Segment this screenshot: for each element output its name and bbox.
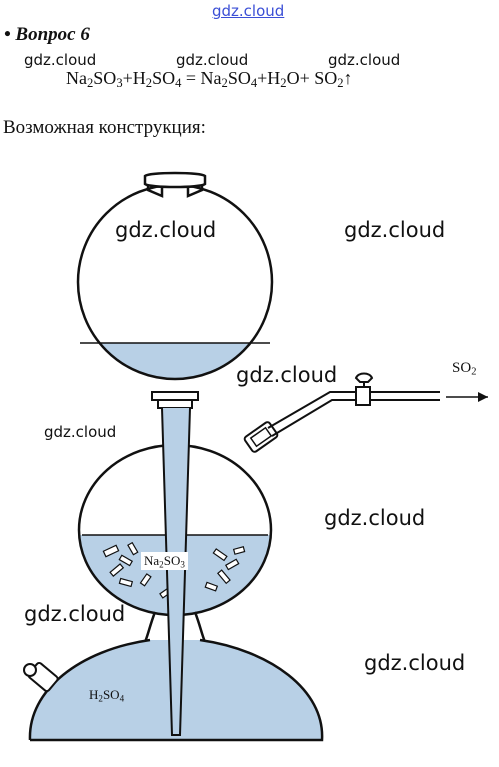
- na2so3-label: Na2SO3: [141, 552, 188, 570]
- drain-stopper: [23, 661, 59, 693]
- watermark: gdz.cloud: [176, 51, 249, 69]
- watermark: gdz.cloud: [115, 218, 217, 242]
- bullet: •: [4, 24, 11, 45]
- h2so4-label: H2SO4: [86, 686, 128, 704]
- question-title: Вопрос 6: [15, 24, 90, 45]
- reaction-equation: Na2SO3+H2SO4 = Na2SO4+H2O+ SO2↑: [66, 68, 353, 91]
- funnel-tube: [161, 407, 191, 736]
- question-heading: • Вопрос 6: [4, 24, 90, 46]
- outlet-stopper: [243, 421, 279, 453]
- watermark: gdz.cloud: [364, 651, 466, 675]
- valve-icon: [355, 386, 371, 406]
- watermark: gdz.cloud: [44, 423, 117, 441]
- watermark-link-top[interactable]: gdz.cloud: [212, 2, 285, 20]
- watermark: gdz.cloud: [344, 218, 446, 242]
- outlet-tube: [267, 391, 360, 437]
- watermark: gdz.cloud: [24, 602, 126, 626]
- so2-label: SO2: [452, 360, 477, 378]
- gas-flow-arrow-icon: [478, 392, 488, 402]
- watermark: gdz.cloud: [24, 51, 97, 69]
- bottom-reservoir: [28, 638, 324, 742]
- watermark: gdz.cloud: [328, 51, 401, 69]
- construction-caption: Возможная конструкция:: [3, 117, 206, 138]
- watermark: gdz.cloud: [236, 363, 338, 387]
- top-neck-rim: [143, 171, 207, 189]
- sulfite-pieces: [102, 541, 246, 599]
- gas-arrow-icon: ↑: [343, 68, 353, 88]
- watermark: gdz.cloud: [324, 506, 426, 530]
